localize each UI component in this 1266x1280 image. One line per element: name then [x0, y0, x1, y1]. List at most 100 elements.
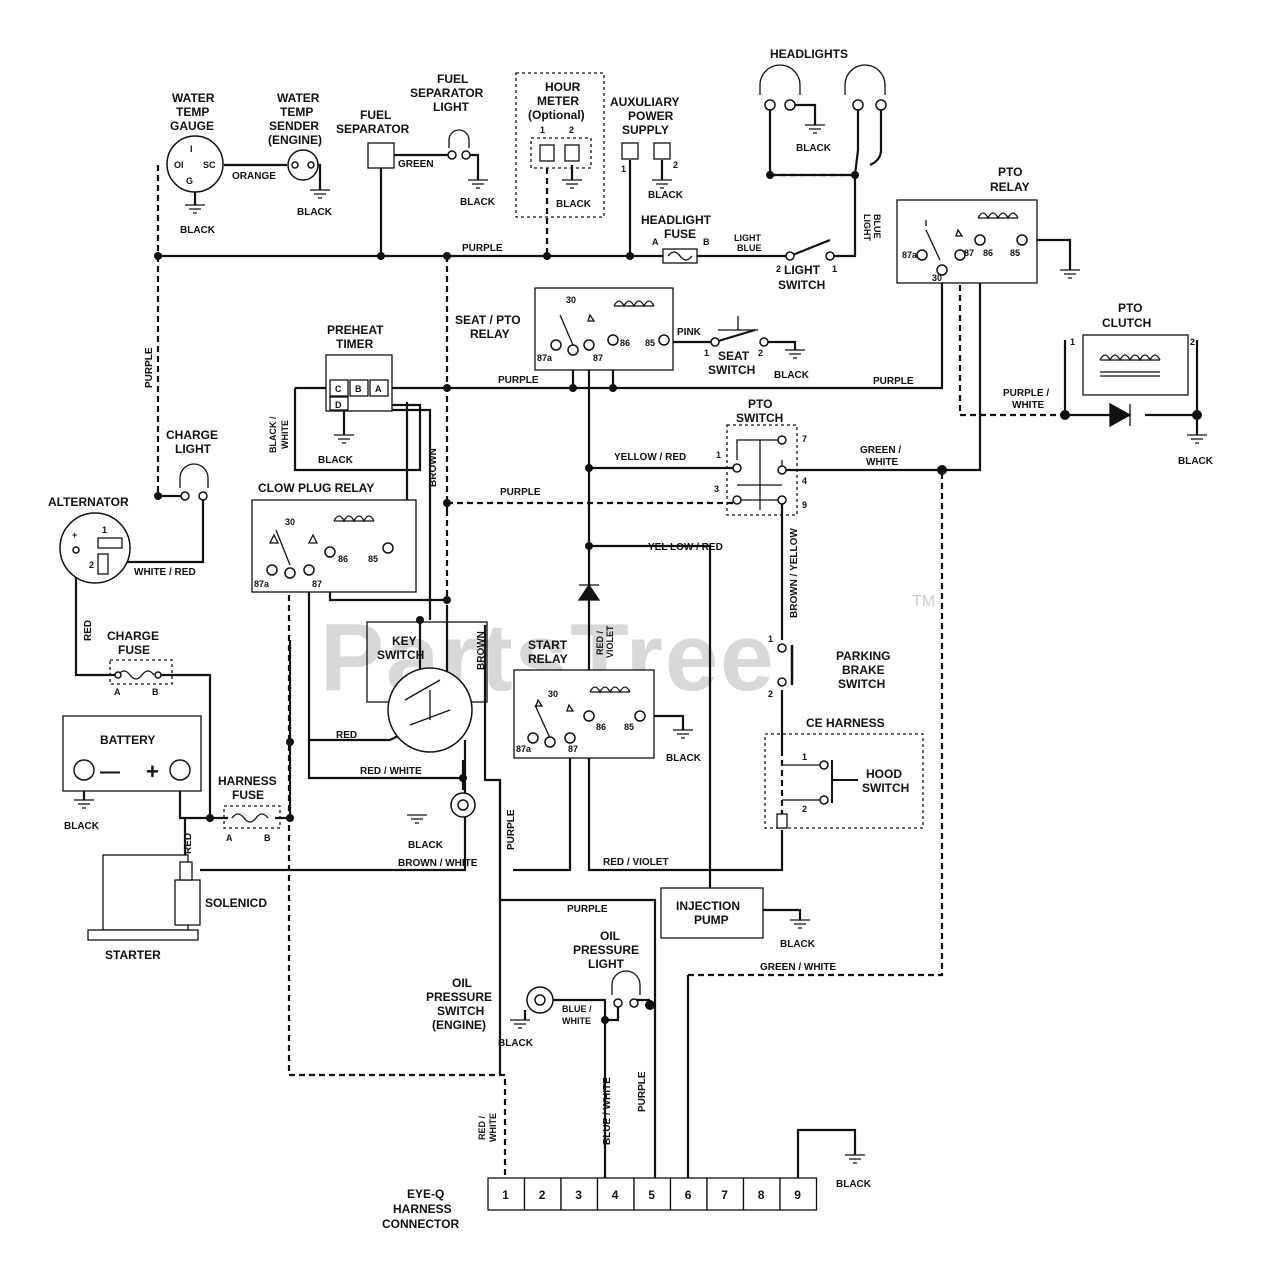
parking-brake-label-line2: BRAKE	[842, 663, 885, 677]
ground-icon	[562, 179, 582, 189]
relay-coil-icon	[589, 686, 631, 694]
fuel-light-label-line3: LIGHT	[433, 100, 470, 114]
fuel-separator-light: FUEL SEPARATOR LIGHT BLACK	[410, 72, 496, 208]
brown-wire-label: BROWN	[428, 448, 439, 487]
terminal	[658, 334, 670, 346]
purple-pto-relay-wire	[380, 283, 944, 390]
terminal	[653, 142, 671, 160]
yellow-red-wire-label: YELLOW / RED	[614, 452, 686, 463]
terminal	[936, 264, 948, 276]
terminal	[266, 564, 278, 576]
junction-dot	[609, 384, 617, 392]
starter-base-icon	[87, 929, 199, 941]
pin-label: 86	[596, 722, 606, 732]
pin-label: I	[190, 144, 193, 154]
fuel-sep-label-line1: FUEL	[360, 108, 391, 122]
light-blue-wire-label: BLUE	[872, 214, 882, 239]
pto-relay-ground-wire	[1022, 238, 1072, 270]
ground-icon	[673, 729, 693, 739]
connector-pin-number: 8	[758, 1188, 765, 1202]
seat-switch-label-line1: SEAT	[718, 349, 750, 363]
starter: SOLENICD STARTER BROWN / WHITE	[87, 854, 478, 962]
green-white-wire-label: GREEN /	[860, 445, 901, 456]
terminal	[852, 99, 864, 111]
terminal	[461, 150, 471, 160]
junction-dot	[585, 464, 593, 472]
terminal	[284, 567, 296, 579]
terminal	[544, 736, 556, 748]
fuse-box	[109, 659, 173, 685]
relay-contact-icon	[925, 220, 964, 261]
pin-label: 85	[1010, 248, 1020, 258]
solenoid-icon	[174, 879, 201, 926]
alternator-body-icon	[59, 512, 131, 584]
junction-dot	[569, 384, 577, 392]
connector-pin-number: 9	[794, 1188, 801, 1202]
connector-cell	[560, 1177, 599, 1211]
pin-label: 2	[89, 560, 94, 570]
terminal	[447, 150, 457, 160]
orange-wire-label: ORANGE	[232, 171, 276, 182]
ground-icon	[785, 349, 805, 359]
junction-dot	[645, 1000, 655, 1010]
pin-label: 1	[102, 525, 107, 535]
fuel-separator-icon	[367, 142, 395, 169]
battery-label: BATTERY	[100, 733, 155, 747]
black-wire-label: BLACK	[780, 939, 816, 950]
aux-label-line1: AUXULIARY	[610, 95, 680, 109]
oil-light-label-line1: OIL	[600, 929, 620, 943]
terminal	[583, 710, 595, 722]
injection-pump-label-line2: PUMP	[694, 913, 729, 927]
connector-label-line2: HARNESS	[393, 1202, 452, 1216]
pto-clutch: PTO CLUTCH 1 2 PURPLE / WHITE BLACK	[1003, 301, 1214, 467]
pin-label: A	[226, 833, 233, 843]
terminal	[169, 759, 191, 781]
connector-label-line1: EYE-Q	[407, 1187, 444, 1201]
pto-switch: PTO SWITCH 1 3 7 4 9 YELLOW / RED GREEN …	[614, 397, 901, 618]
black-wire-label: BLACK	[648, 190, 684, 201]
headlight-fuse: HEADLIGHT FUSE A B LIGHT BLUE LIGHT BLUE…	[462, 213, 882, 264]
junction-dot	[443, 384, 451, 392]
oil-pressure: OIL PRESSURE LIGHT OIL PRESSURE SWITCH (…	[426, 929, 648, 1145]
terminal	[114, 671, 122, 679]
battery: BATTERY — + BLACK	[62, 715, 202, 832]
oil-switch-label-line1: OIL	[452, 976, 472, 990]
terminal	[97, 537, 123, 549]
solenoid-label: SOLENICD	[205, 896, 267, 910]
fuel-separator: FUEL SEPARATOR GREEN	[336, 108, 434, 170]
fuel-separator-wire	[379, 153, 452, 256]
pin-label: 9	[802, 500, 807, 510]
terminal	[198, 491, 208, 501]
terminal	[369, 379, 389, 397]
gauge-body-icon	[166, 135, 224, 193]
junction-dot	[443, 499, 451, 507]
sender-ground-wire	[318, 163, 322, 190]
terminal	[564, 732, 576, 744]
black-wire-label: BLACK	[297, 207, 333, 218]
sender-label-line3: SENDER	[269, 119, 319, 133]
fuse-element-icon	[231, 813, 269, 823]
terminal	[825, 251, 835, 261]
terminal	[621, 142, 639, 160]
blue-white-wire	[553, 998, 607, 1180]
pin-label: 7	[802, 434, 807, 444]
fuel-light-label-line1: FUEL	[437, 72, 468, 86]
red-white-key-wire	[307, 740, 465, 780]
terminal	[179, 861, 193, 881]
lamp-icon	[448, 129, 470, 148]
oil-switch-label-line2: PRESSURE	[426, 990, 492, 1004]
connector-pin-number: 7	[721, 1188, 728, 1202]
oil-switch-center	[534, 994, 546, 1006]
seat-switch-label-line2: SWITCH	[708, 363, 755, 377]
diode-icon	[1109, 402, 1132, 428]
relay-contact-icon	[268, 529, 319, 566]
black-wire-label: BLACK	[408, 840, 444, 851]
black-wire-label: BLACK	[796, 143, 832, 154]
junction-dot	[1060, 410, 1070, 420]
pin-label: A	[652, 237, 659, 247]
relay-contact-icon	[559, 313, 596, 346]
hood-switch-icon	[831, 760, 858, 803]
pin-label: D	[335, 400, 342, 410]
pin-label: 2	[1190, 337, 1195, 347]
hour-meter: HOUR METER (Optional) 1 2 BLACK	[515, 72, 605, 218]
